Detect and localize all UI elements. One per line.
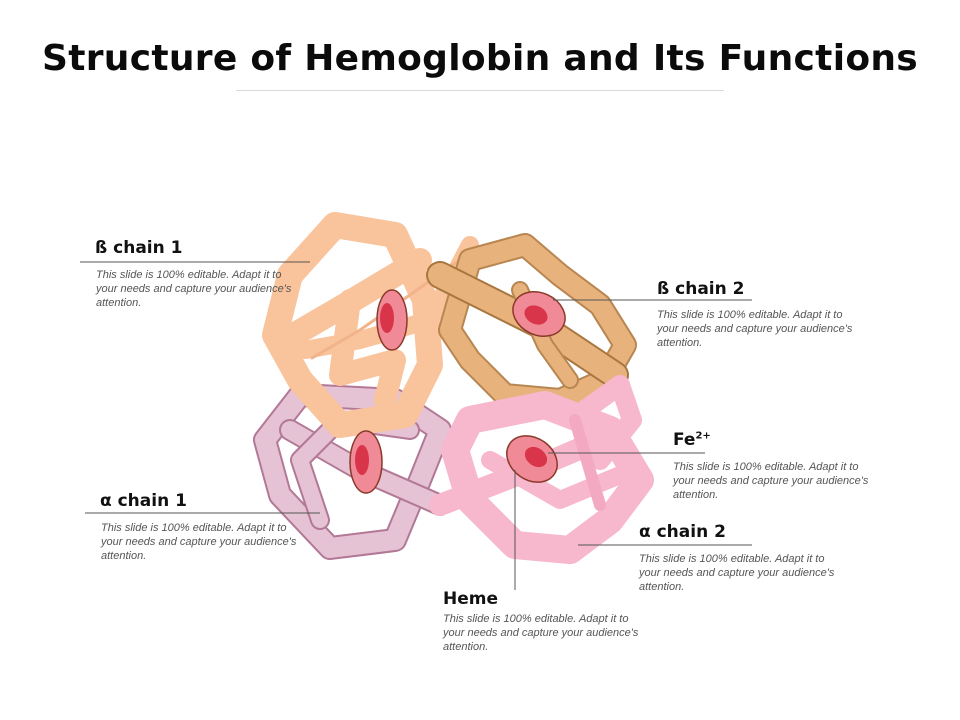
beta-chain-1-label: ß chain 1 [95, 238, 183, 258]
slide-title: Structure of Hemoglobin and Its Function… [41, 38, 919, 79]
title-divider [236, 90, 724, 91]
beta-chain-1-description: This slide is 100% editable. Adapt it to… [96, 269, 292, 309]
heme-group-beta2 [512, 291, 566, 337]
alpha-chain-2-description: This slide is 100% editable. Adapt it to… [639, 553, 835, 593]
beta-chain-2-description: This slide is 100% editable. Adapt it to… [657, 309, 853, 349]
heme-group-beta1 [376, 289, 408, 351]
heme-description: This slide is 100% editable. Adapt it to… [443, 613, 639, 653]
heme-label: Heme [443, 589, 499, 609]
leader-lines [80, 261, 752, 590]
alpha-chain-1-description: This slide is 100% editable. Adapt it to… [101, 522, 297, 562]
fe-charge: 2+ [695, 430, 711, 442]
heme-group-alpha1 [349, 430, 383, 494]
beta-chain-2-label: ß chain 2 [657, 279, 745, 299]
heme-group-alpha2 [506, 435, 558, 483]
fe-label-text: Fe [673, 430, 696, 450]
fe-label: Fe2+ [673, 430, 711, 450]
fe-description: This slide is 100% editable. Adapt it to… [673, 461, 869, 501]
alpha-chain-2-label: α chain 2 [639, 522, 726, 542]
alpha-chain-1-label: α chain 1 [100, 491, 187, 511]
